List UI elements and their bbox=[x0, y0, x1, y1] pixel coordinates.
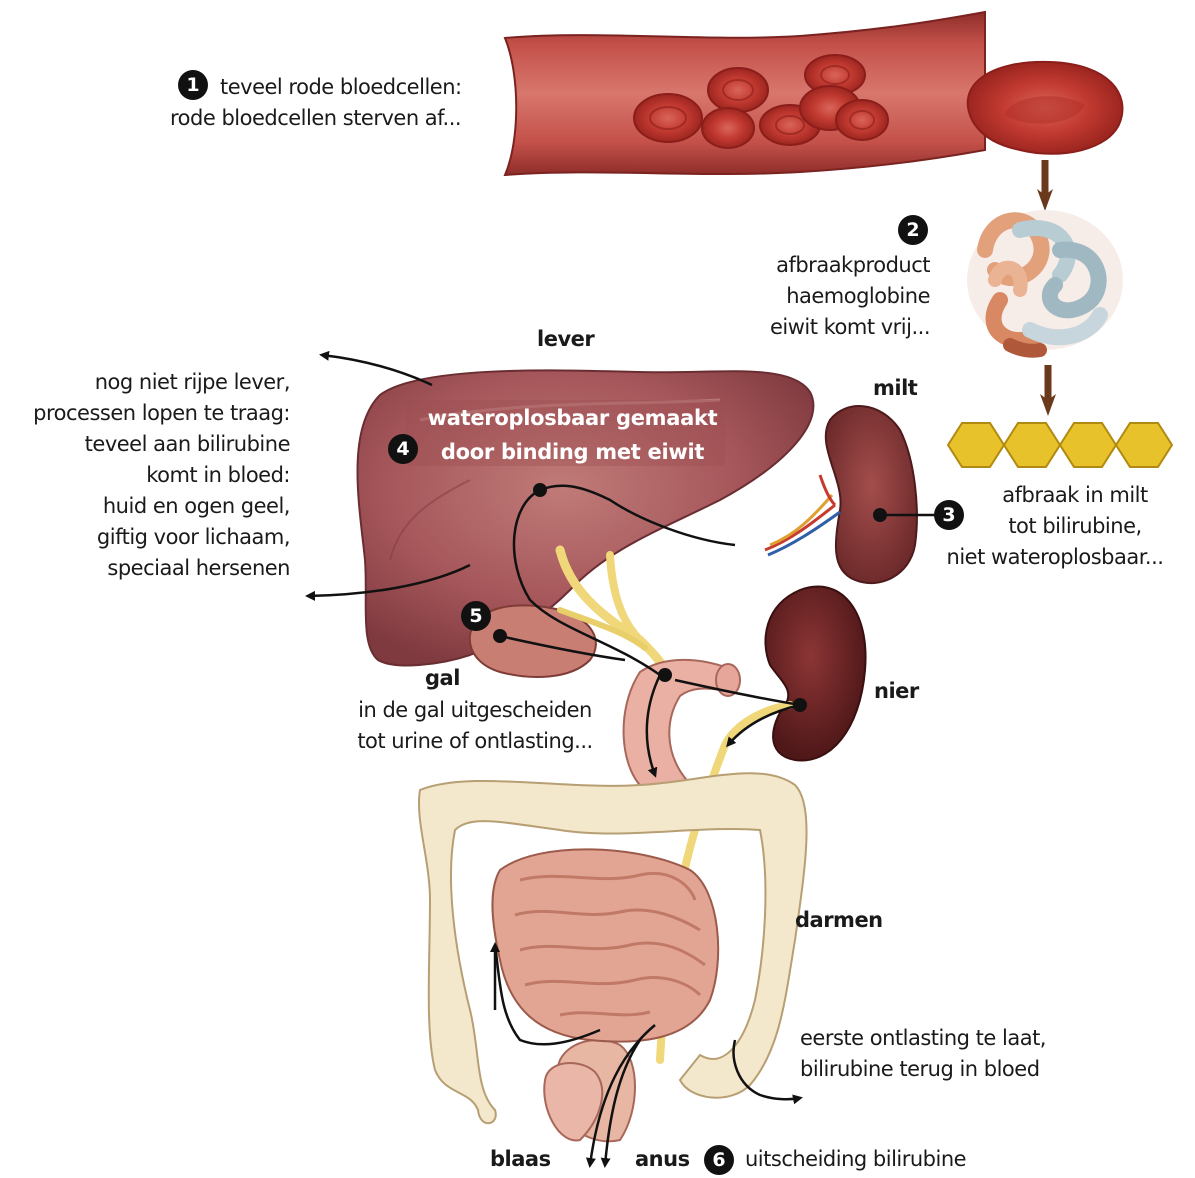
step-5-badge: 5 bbox=[461, 601, 491, 631]
note-line-7: speciaal hersenen bbox=[0, 553, 290, 584]
label-milt: milt bbox=[873, 373, 917, 404]
step-2-line-2: haemoglobine bbox=[700, 281, 930, 312]
blood-vessel bbox=[505, 12, 985, 175]
kidney bbox=[765, 587, 865, 761]
step-5-text: in de gal uitgescheiden tot urine of ont… bbox=[330, 695, 620, 757]
step-6-badge: 6 bbox=[704, 1145, 734, 1175]
note-late-line-2: bilirubine terug in bloed bbox=[800, 1054, 1046, 1085]
label-blaas: blaas bbox=[490, 1144, 551, 1175]
step-2-text: afbraakproduct haemoglobine eiwit komt v… bbox=[700, 250, 930, 343]
step-5-line-1: in de gal uitgescheiden bbox=[330, 695, 620, 726]
step-4-line-2: door binding met eiwit bbox=[415, 435, 730, 469]
label-darmen: darmen bbox=[795, 905, 883, 936]
note-line-1: nog niet rijpe lever, bbox=[0, 367, 290, 398]
note-late-line-1: eerste ontlasting te laat, bbox=[800, 1023, 1046, 1054]
label-lever: lever bbox=[537, 324, 594, 355]
label-nier: nier bbox=[874, 676, 919, 707]
red-blood-cell bbox=[968, 62, 1123, 154]
step-3-text: afbraak in milt tot bilirubine, niet wat… bbox=[935, 480, 1175, 573]
note-immature-liver: nog niet rijpe lever, processen lopen te… bbox=[0, 367, 290, 584]
step-1-text: teveel rode bloedcellen: rode bloedcelle… bbox=[170, 72, 462, 134]
label-gal: gal bbox=[425, 663, 460, 694]
step-4-text: wateroplosbaar gemaakt door binding met … bbox=[415, 401, 730, 469]
note-line-4: komt in bloed: bbox=[0, 460, 290, 491]
step-4-badge: 4 bbox=[388, 434, 418, 464]
haemoglobin-protein bbox=[967, 210, 1123, 351]
note-line-6: giftig voor lichaam, bbox=[0, 522, 290, 553]
step-2-line-1: afbraakproduct bbox=[700, 250, 930, 281]
step-3-line-2: tot bilirubine, bbox=[935, 511, 1175, 542]
note-line-2: processen lopen te traag: bbox=[0, 398, 290, 429]
step-5-line-2: tot urine of ontlasting... bbox=[330, 726, 620, 757]
note-line-3: teveel aan bilirubine bbox=[0, 429, 290, 460]
label-anus: anus bbox=[635, 1144, 690, 1175]
step-1-line-2: rode bloedcellen sterven af... bbox=[170, 103, 462, 134]
step-2-badge: 2 bbox=[898, 215, 928, 245]
note-late-stool: eerste ontlasting te laat, bilirubine te… bbox=[800, 1023, 1046, 1085]
step-6-text: uitscheiding bilirubine bbox=[745, 1144, 966, 1175]
step-2-line-3: eiwit komt vrij... bbox=[700, 312, 930, 343]
step-4-line-1: wateroplosbaar gemaakt bbox=[415, 401, 730, 435]
note-line-5: huid en ogen geel, bbox=[0, 491, 290, 522]
small-intestine bbox=[492, 849, 718, 1041]
step-3-line-1: afbraak in milt bbox=[935, 480, 1175, 511]
bilirubin-molecule bbox=[948, 423, 1172, 467]
step-1-line-1: teveel rode bloedcellen: bbox=[170, 72, 462, 103]
step-3-line-3: niet wateroplosbaar... bbox=[935, 542, 1175, 573]
spleen-vessels bbox=[765, 475, 840, 555]
